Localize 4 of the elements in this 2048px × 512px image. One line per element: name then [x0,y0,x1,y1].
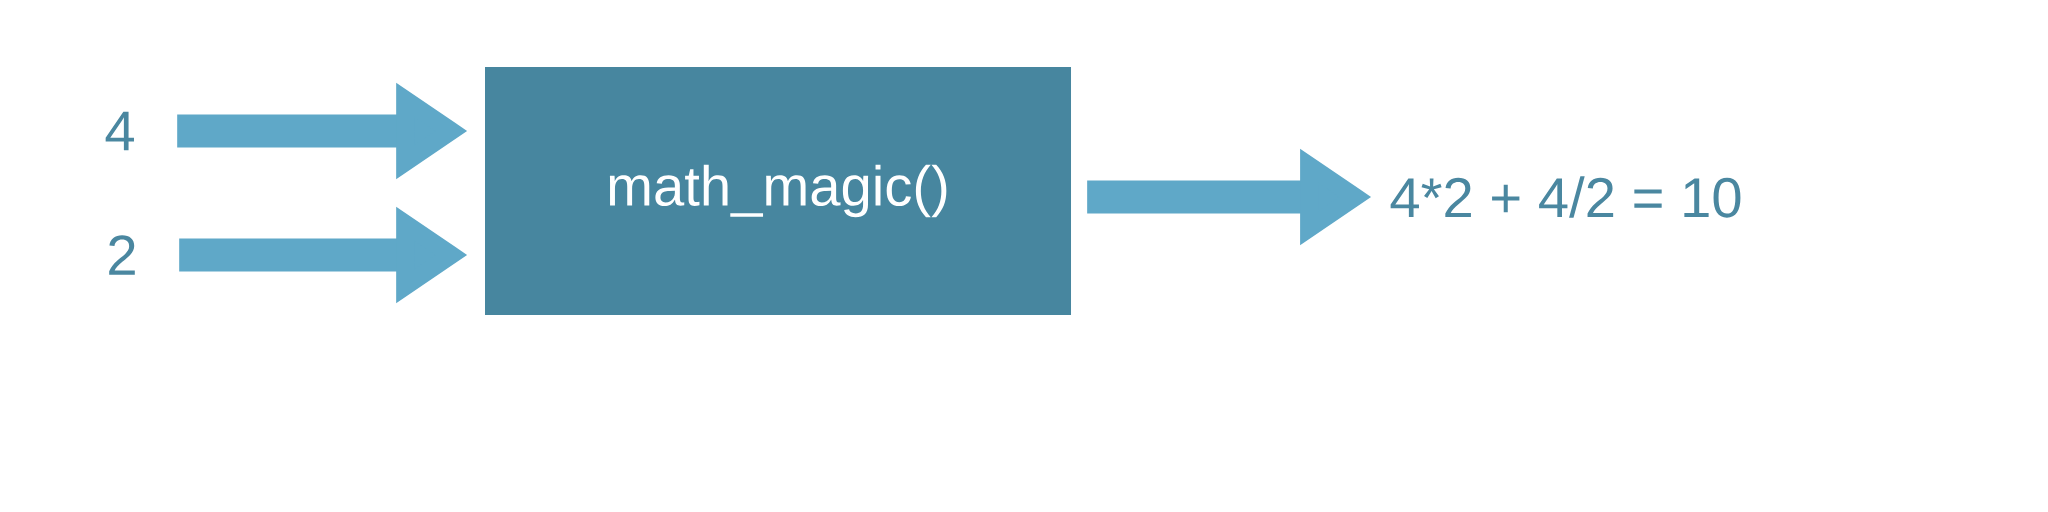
value-label: 4*2 + 4/2 = 10 [1390,176,1741,218]
value-label: 4 [105,111,134,151]
function-box: math_magic() [485,67,1071,315]
value-label: 2 [109,235,135,275]
